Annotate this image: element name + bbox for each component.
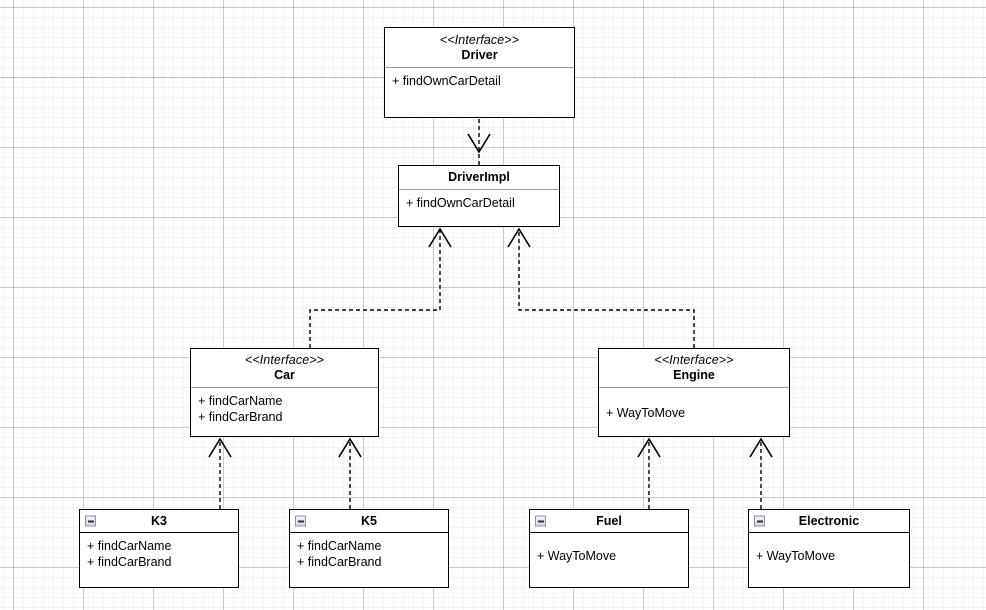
class-node-k3-members: + findCarName + findCarBrand — [80, 533, 238, 587]
class-node-engine-header: <<Interface>> Engine — [599, 349, 789, 388]
class-node-fuel-members: + WayToMove — [530, 533, 688, 587]
class-node-car-members: + findCarName + findCarBrand — [191, 388, 378, 436]
class-node-driver-header: <<Interface>> Driver — [385, 28, 574, 68]
class-name-label: DriverImpl — [448, 170, 510, 184]
class-node-k3[interactable]: K3 + findCarName + findCarBrand — [79, 509, 239, 588]
class-node-k5-header: K5 — [290, 510, 448, 533]
stereotype-label: <<Interface>> — [244, 353, 325, 367]
member-item: + findCarBrand — [198, 409, 283, 424]
edge-k3-realizes-car[interactable] — [208, 437, 232, 509]
class-name-label: Fuel — [596, 513, 622, 528]
member-item: + findCarBrand — [297, 554, 382, 569]
member-item: + findCarName — [87, 539, 172, 553]
stereotype-label: <<Interface>> — [439, 32, 520, 47]
class-name-label: Car — [274, 368, 295, 382]
edge-driverimpl-realizes-driver[interactable] — [467, 116, 491, 165]
edge-k5-realizes-car[interactable] — [338, 437, 362, 509]
class-node-engine[interactable]: <<Interface>> Engine + WayToMove — [598, 348, 790, 437]
class-node-fuel-header: Fuel — [530, 510, 688, 533]
class-name-label: Electronic — [798, 513, 860, 528]
member-item: + findOwnCarDetail — [406, 196, 515, 210]
class-name-label: Engine — [673, 368, 715, 382]
class-node-driver-members: + findOwnCarDetail — [385, 68, 574, 117]
member-item: + findCarBrand — [87, 554, 172, 569]
class-node-k3-header: K3 — [80, 510, 238, 533]
member-item: + WayToMove — [606, 406, 686, 420]
class-node-car-header: <<Interface>> Car — [191, 349, 378, 388]
class-name-label: Driver — [461, 47, 498, 62]
member-item: + WayToMove — [756, 549, 836, 563]
class-node-engine-members: + WayToMove — [599, 388, 789, 436]
member-item: + findCarName — [297, 539, 382, 553]
class-node-fuel[interactable]: Fuel + WayToMove — [529, 509, 689, 588]
class-name-label: K3 — [151, 513, 167, 528]
class-node-electronic-members: + WayToMove — [749, 533, 909, 587]
edge-engine-dependency-driverimpl[interactable] — [507, 227, 695, 348]
member-item: + findCarName — [198, 394, 283, 408]
edge-car-dependency-driverimpl[interactable] — [309, 227, 452, 348]
class-node-car[interactable]: <<Interface>> Car + findCarName + findCa… — [190, 348, 379, 437]
stereotype-label: <<Interface>> — [654, 353, 734, 367]
edge-electronic-realizes-engine[interactable] — [749, 437, 773, 509]
class-node-driver[interactable]: <<Interface>> Driver + findOwnCarDetail — [384, 27, 575, 118]
collapse-icon[interactable] — [295, 515, 306, 527]
class-node-k5[interactable]: K5 + findCarName + findCarBrand — [289, 509, 449, 588]
member-item: + WayToMove — [537, 549, 617, 563]
edge-fuel-realizes-engine[interactable] — [637, 437, 661, 509]
class-node-electronic[interactable]: Electronic + WayToMove — [748, 509, 910, 588]
class-node-driverimpl-header: DriverImpl — [399, 166, 559, 190]
class-name-label: K5 — [361, 513, 377, 528]
member-item: + findOwnCarDetail — [392, 74, 501, 88]
class-node-driverimpl-members: + findOwnCarDetail — [399, 190, 559, 226]
collapse-icon[interactable] — [85, 515, 96, 527]
class-node-driverimpl[interactable]: DriverImpl + findOwnCarDetail — [398, 165, 560, 227]
collapse-icon[interactable] — [535, 515, 546, 527]
class-node-electronic-header: Electronic — [749, 510, 909, 533]
class-node-k5-members: + findCarName + findCarBrand — [290, 533, 448, 587]
collapse-icon[interactable] — [754, 515, 765, 527]
